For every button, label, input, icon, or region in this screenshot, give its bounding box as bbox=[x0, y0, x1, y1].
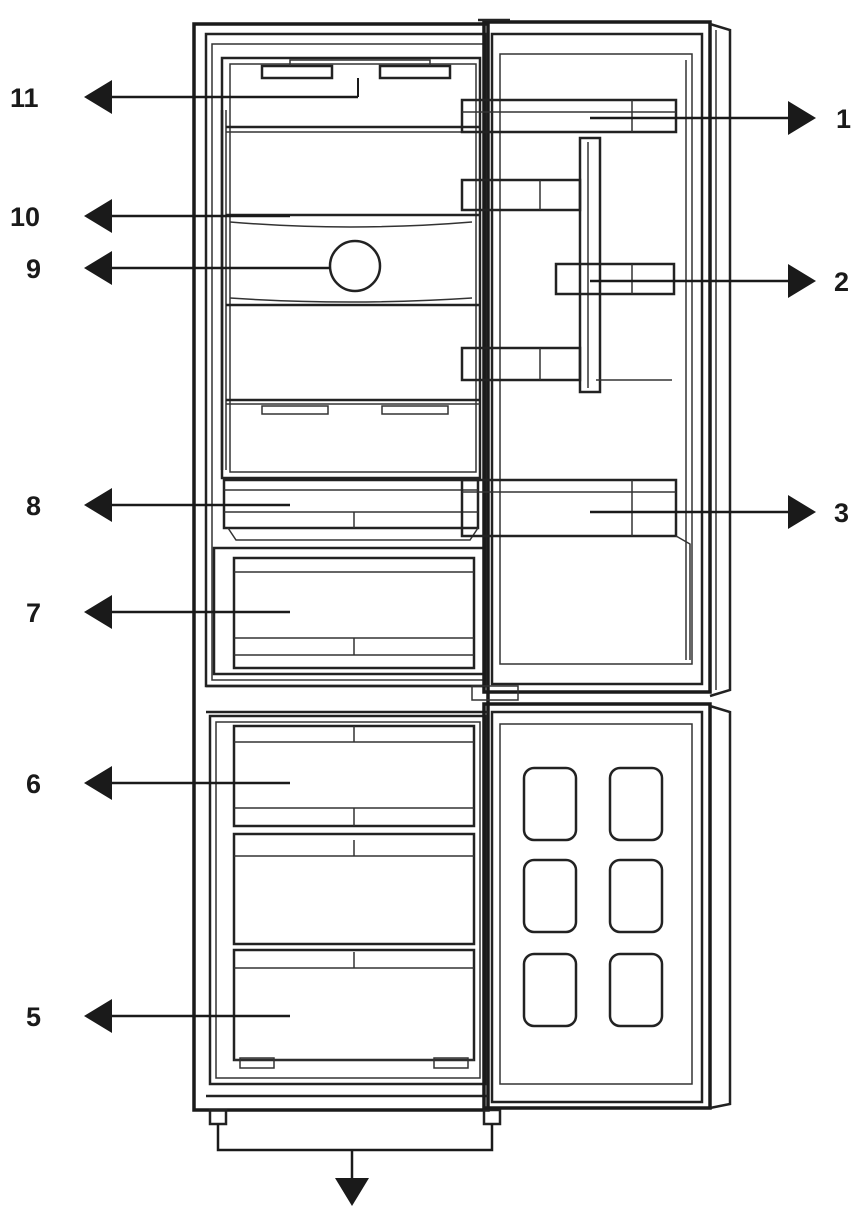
door-balconies bbox=[460, 98, 691, 660]
arrowhead-1 bbox=[788, 101, 816, 135]
arrowhead-10 bbox=[84, 199, 112, 233]
lamp-housing bbox=[260, 59, 452, 94]
arrowhead-9 bbox=[84, 251, 112, 285]
freezer-compartment bbox=[206, 714, 488, 1098]
chiller-drawer bbox=[222, 478, 480, 541]
callout-label-10: 10 bbox=[10, 202, 40, 232]
callout-label-7: 7 bbox=[26, 598, 41, 628]
callout-line-feet bbox=[216, 1124, 494, 1152]
callout-label-11: 11 bbox=[10, 83, 39, 113]
arrowhead-5 bbox=[84, 999, 112, 1033]
callout-label-6: 6 bbox=[26, 769, 41, 799]
freezer-door bbox=[482, 702, 732, 1110]
cabinet-body bbox=[192, 22, 490, 1112]
callout-label-8: 8 bbox=[26, 491, 41, 521]
arrowhead-11 bbox=[84, 80, 112, 114]
callout-label-2: 2 bbox=[834, 267, 849, 297]
callout-label-1: 1 bbox=[836, 104, 851, 134]
callout-label-3: 3 bbox=[834, 498, 849, 528]
arrowhead-7 bbox=[84, 595, 112, 629]
glass-shelves bbox=[226, 125, 480, 415]
arrowhead-2 bbox=[788, 264, 816, 298]
arrowhead-3 bbox=[788, 495, 816, 529]
control-knob bbox=[328, 239, 382, 293]
arrowhead-8 bbox=[84, 488, 112, 522]
callout-lines bbox=[110, 78, 790, 1180]
callout-label-9: 9 bbox=[26, 254, 41, 284]
fridge-door bbox=[471, 18, 732, 701]
arrowhead-6 bbox=[84, 766, 112, 800]
callout-label-5: 5 bbox=[26, 1002, 41, 1032]
adjustable-feet bbox=[208, 1108, 502, 1126]
arrowhead-feet bbox=[335, 1178, 369, 1206]
callout-labels: 11 10 9 8 7 6 5 1 2 3 bbox=[10, 83, 851, 1032]
callout-arrowheads bbox=[84, 80, 816, 1206]
cabinet-divider bbox=[206, 684, 488, 714]
